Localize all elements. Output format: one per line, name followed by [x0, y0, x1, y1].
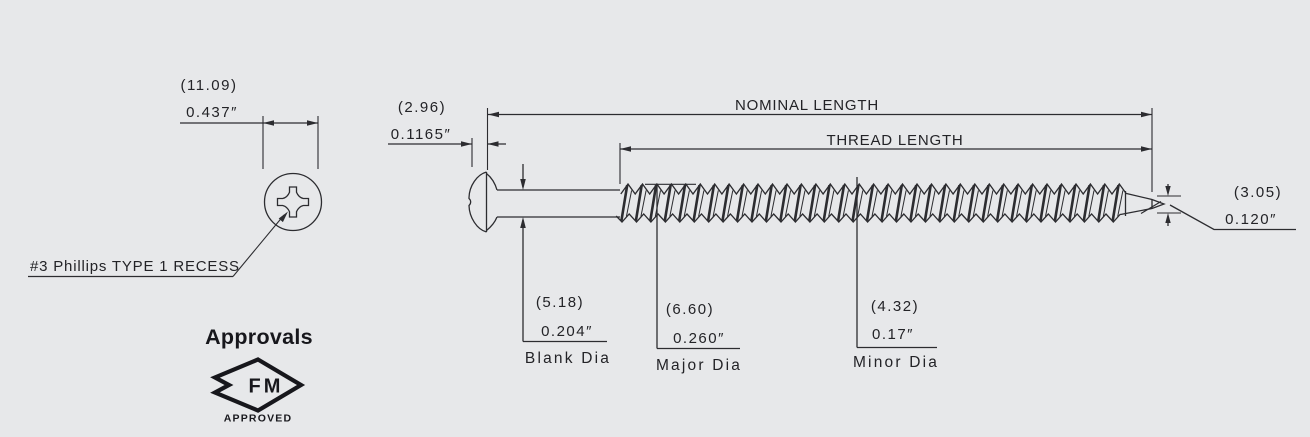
head-dia-in-value: 0.437″: [186, 104, 238, 121]
head-height-mm-value: (2.96): [398, 99, 446, 116]
head-dome-outline: [468, 171, 487, 233]
arrowhead: [461, 141, 472, 147]
approvals-block: Approvals FM APPROVED: [205, 325, 313, 425]
blank-dia-mm-value: (5.18): [536, 294, 584, 311]
major-dia-callout: (6.60) 0.260″ Major Dia: [656, 184, 742, 374]
arrowhead: [620, 146, 631, 152]
screw-side-view: (2.96) 0.1165″ NOMINAL LENGTH THREAD LEN…: [388, 97, 1296, 374]
arrowhead: [1141, 111, 1152, 118]
leader-line: [232, 214, 285, 277]
minor-dia-label: Minor Dia: [853, 354, 939, 371]
nominal-length-dimension: NOMINAL LENGTH: [486, 97, 1153, 192]
fm-diamond-outline: [210, 357, 306, 413]
point-dia-mm-value: (3.05): [1234, 184, 1282, 201]
arrowhead: [263, 120, 274, 126]
minor-dia-mm-value: (4.32): [871, 298, 919, 315]
thread-section: [615, 182, 1128, 223]
screw-point: [1120, 191, 1166, 216]
point-flute-line: [1140, 201, 1162, 214]
arrowhead: [487, 141, 499, 147]
blank-dia-label: Blank Dia: [525, 350, 611, 367]
major-dia-label: Major Dia: [656, 357, 742, 374]
screw-head-profile: [468, 171, 498, 233]
fm-logo-sub: APPROVED: [224, 413, 293, 425]
fm-logo-text: FM: [249, 376, 284, 398]
arrowhead: [1165, 213, 1171, 223]
head-height-in-value: 0.1165″: [391, 126, 452, 143]
head-height-dimension: (2.96) 0.1165″: [388, 99, 506, 167]
point-dia-dimension: (3.05) 0.120″: [1157, 184, 1296, 231]
major-dia-in-value: 0.260″: [673, 330, 725, 347]
arrowhead: [520, 179, 526, 190]
minor-dia-callout: (4.32) 0.17″ Minor Dia: [853, 177, 939, 371]
arrowhead: [1165, 186, 1171, 196]
head-neck-top: [486, 172, 498, 191]
arrowhead: [1141, 146, 1152, 152]
screw-head-circle: [263, 172, 323, 232]
major-dia-mm-value: (6.60): [666, 301, 714, 318]
approvals-title: Approvals: [205, 325, 313, 349]
arrowhead: [307, 120, 318, 126]
blank-dia-in-value: 0.204″: [541, 323, 593, 340]
point-outline: [1120, 192, 1166, 216]
thread-length-label: THREAD LENGTH: [826, 132, 963, 149]
arrowhead: [488, 111, 499, 118]
recess-label: #3 Phillips TYPE 1 RECESS: [30, 258, 240, 275]
head-neck-bottom: [486, 216, 498, 232]
nominal-length-label: NOMINAL LENGTH: [735, 97, 879, 114]
minor-dia-in-value: 0.17″: [872, 326, 914, 343]
phillips-recess-icon: [276, 186, 310, 218]
point-dia-in-value: 0.120″: [1225, 211, 1277, 228]
head-dia-mm-value: (11.09): [181, 77, 238, 94]
thread-length-dimension: THREAD LENGTH: [619, 132, 1152, 184]
arrowhead: [278, 211, 288, 223]
leader-line: [1169, 204, 1296, 231]
fm-approved-logo: FM APPROVED: [210, 357, 306, 425]
head-top-view: (11.09) 0.437″ #3 Phillips TYPE 1 RECESS: [28, 77, 323, 278]
blank-dia-callout: (5.18) 0.204″ Blank Dia: [520, 164, 611, 367]
